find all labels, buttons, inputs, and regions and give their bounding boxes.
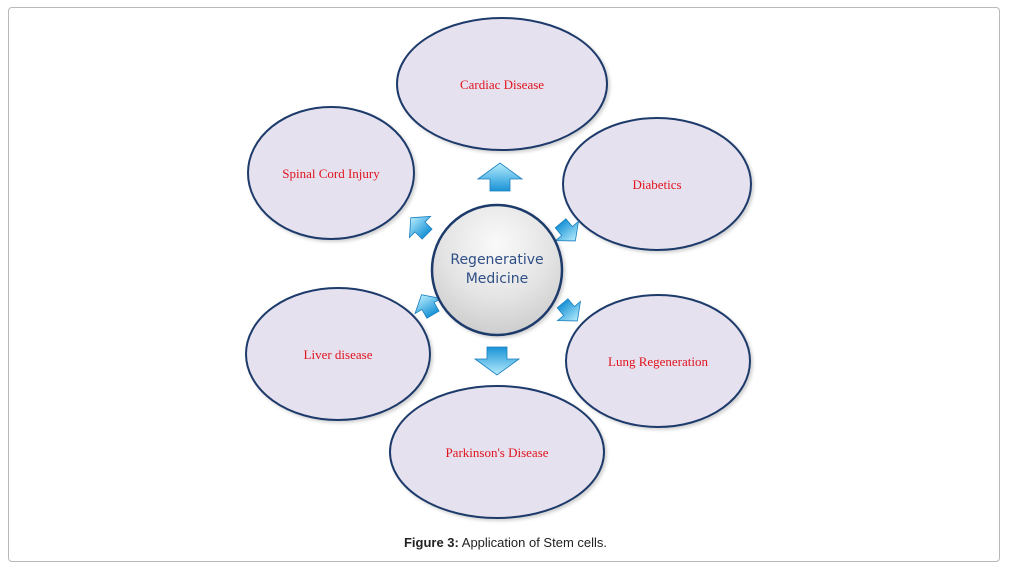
node-cardiac: Cardiac Disease [396, 17, 608, 151]
node-parkinsons-label: Parkinson's Disease [445, 445, 548, 460]
node-cardiac-label: Cardiac Disease [460, 77, 544, 92]
center-line-1: Regenerative [450, 252, 543, 268]
arrow-upper-left-icon [408, 215, 433, 240]
node-spinal-label: Spinal Cord Injury [282, 166, 380, 181]
node-diabetics: Diabetics [562, 117, 752, 251]
node-parkinsons: Parkinson's Disease [389, 385, 605, 519]
node-liver: Liver disease [245, 287, 431, 421]
center-node: Regenerative Medicine [430, 203, 564, 337]
arrow-lower-left-icon [414, 294, 443, 319]
caption-text: Application of Stem cells. [458, 535, 608, 550]
node-lung-label: Lung Regeneration [608, 354, 708, 369]
arrow-down-icon [473, 346, 521, 376]
node-lung: Lung Regeneration [565, 294, 751, 428]
arrow-lower-right-icon [556, 298, 582, 322]
arrow-up-icon [476, 162, 524, 192]
node-spinal: Spinal Cord Injury [247, 106, 415, 240]
node-diabetics-label: Diabetics [632, 177, 681, 192]
arrow-upper-right-icon [554, 218, 580, 242]
figure-caption: Figure 3: Application of Stem cells. [0, 535, 1011, 550]
center-line-2: Medicine [466, 271, 529, 287]
node-liver-label: Liver disease [304, 347, 373, 362]
caption-label: Figure 3: [403, 535, 459, 550]
